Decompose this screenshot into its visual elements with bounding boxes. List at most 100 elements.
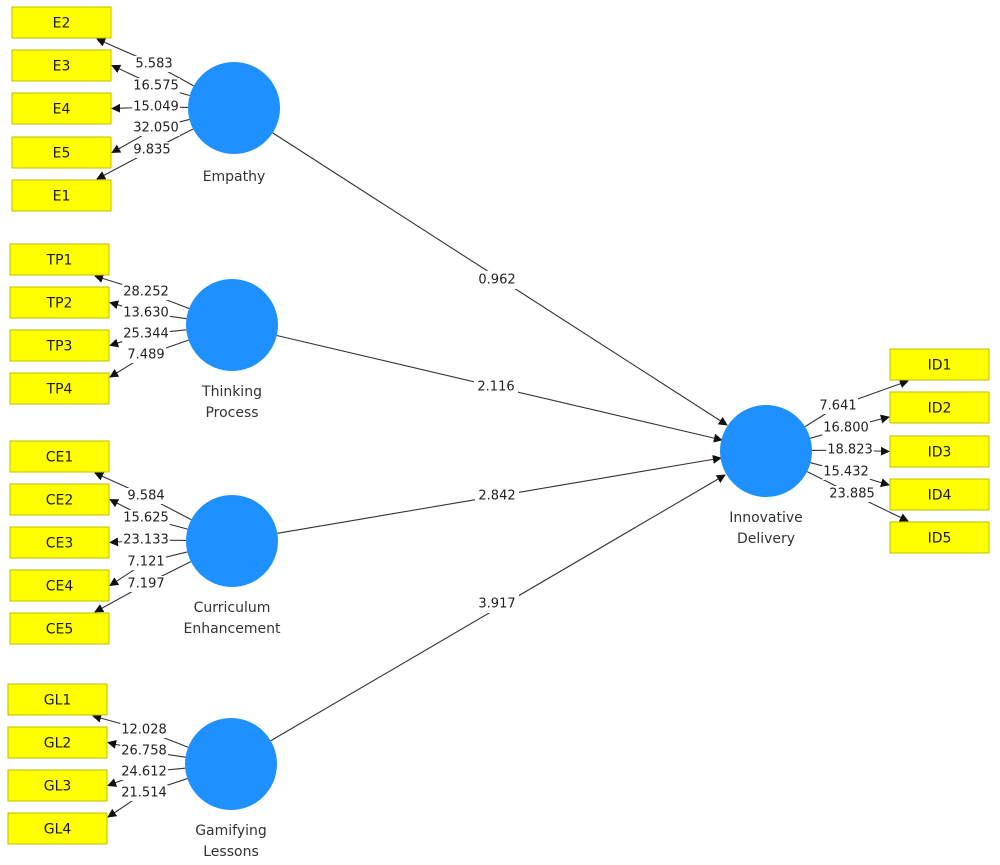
construct-label: Curriculum	[194, 600, 271, 616]
indicator-gl2[interactable]: GL2	[7, 726, 108, 759]
loading-label: 9.584	[126, 488, 166, 504]
outer-loading-value: 28.252	[123, 285, 169, 300]
loading-label-background	[126, 554, 166, 570]
indicator-box[interactable]	[11, 92, 112, 125]
outer-loading-value: 7.197	[127, 577, 164, 592]
construct-empathy[interactable]: Empathy	[188, 62, 280, 185]
construct-circle[interactable]	[186, 279, 278, 371]
indicator-gl3[interactable]: GL3	[7, 769, 108, 802]
indicator-box[interactable]	[9, 526, 110, 559]
construct-label: Empathy	[203, 169, 266, 185]
indicator-box[interactable]	[11, 136, 112, 169]
outer-loading-value: 7.121	[127, 555, 164, 570]
indicator-box[interactable]	[9, 569, 110, 602]
construct-circle[interactable]	[188, 62, 280, 154]
indicator-box[interactable]	[889, 391, 990, 424]
indicator-ce1[interactable]: CE1	[9, 440, 110, 473]
outer-loading-value: 16.575	[133, 79, 179, 94]
indicator-ce2[interactable]: CE2	[9, 483, 110, 516]
indicator-box[interactable]	[9, 440, 110, 473]
indicator-box[interactable]	[7, 726, 108, 759]
loading-label-background	[818, 398, 858, 414]
construct-circle[interactable]	[185, 718, 277, 810]
indicator-tp3[interactable]: TP3	[9, 329, 110, 362]
indicator-ce3[interactable]: CE3	[9, 526, 110, 559]
indicator-name: CE2	[46, 493, 74, 509]
indicator-e4[interactable]: E4	[11, 92, 112, 125]
indicator-e1[interactable]: E1	[11, 179, 112, 212]
indicator-box[interactable]	[9, 243, 110, 276]
outer-loading-value: 7.489	[127, 348, 164, 363]
construct-circle[interactable]	[720, 405, 812, 497]
loading-label: 7.197	[126, 576, 166, 592]
indicator-ce4[interactable]: CE4	[9, 569, 110, 602]
indicator-id2[interactable]: ID2	[889, 391, 990, 424]
indicator-box[interactable]	[9, 483, 110, 516]
construct-label: Gamifying	[195, 823, 267, 839]
construct-circle[interactable]	[186, 495, 278, 587]
indicator-name: E5	[53, 146, 71, 162]
indicator-id1[interactable]: ID1	[889, 348, 990, 381]
path-coefficient-label: 2.842	[475, 487, 519, 505]
indicator-box[interactable]	[11, 179, 112, 212]
indicator-name: ID4	[928, 488, 952, 504]
indicator-name: E4	[53, 102, 71, 118]
outer-loading-value: 25.344	[123, 327, 169, 342]
indicator-id5[interactable]: ID5	[889, 521, 990, 554]
indicator-e3[interactable]: E3	[11, 49, 112, 82]
loading-label-background	[120, 764, 168, 780]
path-coefficient-label: 2.116	[474, 378, 518, 396]
indicator-id3[interactable]: ID3	[889, 435, 990, 468]
indicator-e2[interactable]: E2	[11, 6, 112, 39]
indicator-box[interactable]	[11, 6, 112, 39]
indicator-box[interactable]	[7, 769, 108, 802]
indicator-tp4[interactable]: TP4	[9, 372, 110, 405]
outer-loading-value: 15.049	[133, 100, 179, 115]
indicator-box[interactable]	[889, 521, 990, 554]
loading-label: 16.575	[132, 78, 180, 94]
indicator-gl4[interactable]: GL4	[7, 812, 108, 845]
loading-label: 13.630	[122, 305, 170, 321]
indicator-box[interactable]	[9, 329, 110, 362]
path-label-background	[475, 487, 519, 505]
loading-label-background	[122, 284, 170, 300]
indicator-ce5[interactable]: CE5	[9, 612, 110, 645]
loading-label-background	[822, 420, 870, 436]
indicator-box[interactable]	[9, 372, 110, 405]
outer-loading-value: 9.584	[127, 489, 164, 504]
indicator-box[interactable]	[889, 348, 990, 381]
indicator-name: TP4	[46, 382, 73, 398]
outer-loading-value: 12.028	[121, 723, 167, 738]
outer-loading-value: 13.630	[123, 306, 169, 321]
loading-label: 23.133	[122, 532, 170, 548]
indicator-tp2[interactable]: TP2	[9, 286, 110, 319]
indicator-box[interactable]	[7, 812, 108, 845]
indicator-name: GL2	[44, 736, 72, 752]
indicator-tp1[interactable]: TP1	[9, 243, 110, 276]
loading-label-background	[122, 326, 170, 342]
indicator-id4[interactable]: ID4	[889, 478, 990, 511]
loading-label: 15.432	[822, 464, 870, 480]
indicator-box[interactable]	[9, 612, 110, 645]
indicator-box[interactable]	[9, 286, 110, 319]
outer-loading-value: 18.823	[827, 443, 873, 458]
indicator-box[interactable]	[889, 478, 990, 511]
loading-label: 23.885	[828, 486, 876, 502]
indicator-e5[interactable]: E5	[11, 136, 112, 169]
indicator-box[interactable]	[889, 435, 990, 468]
indicator-gl1[interactable]: GL1	[7, 683, 108, 716]
indicator-box[interactable]	[11, 49, 112, 82]
outer-loading-value: 32.050	[133, 121, 179, 136]
indicator-name: GL1	[44, 693, 72, 709]
outer-loading-value: 21.514	[121, 786, 167, 801]
loading-label-background	[120, 785, 168, 801]
indicator-box[interactable]	[7, 683, 108, 716]
outer-loading-value: 7.641	[819, 399, 856, 414]
construct-label: Delivery	[737, 531, 795, 547]
